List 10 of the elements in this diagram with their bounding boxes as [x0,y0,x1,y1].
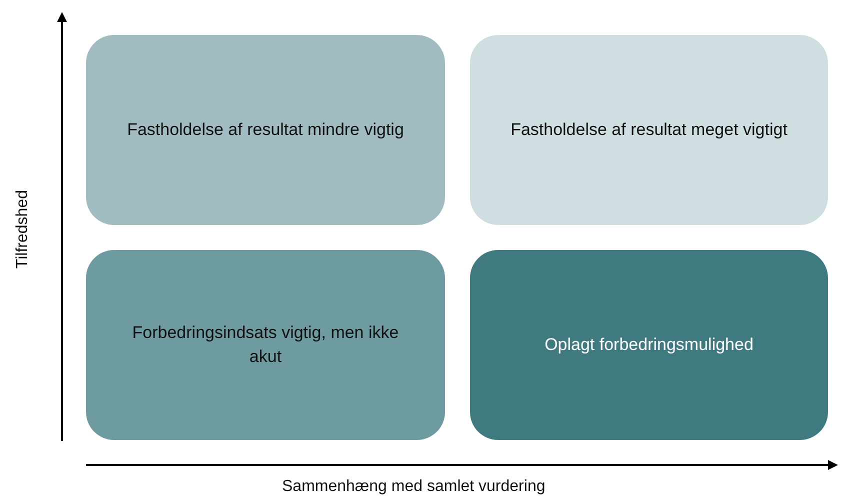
quadrant-text: Forbedringsindsats vigtig, men ikke akut [131,322,400,368]
quadrant-box [86,250,445,440]
axis-label: Sammenhæng med samlet vurdering [282,478,546,496]
quadrant-box [470,35,828,225]
quadrant-text: Fastholdelse af resultat meget vigtigt [510,119,788,141]
quadrant-text: Fastholdelse af resultat mindre vigtig [127,119,404,141]
quadrant-box [470,250,828,440]
quadrant-box [86,35,445,225]
axis-label: Tilfredshed [14,190,32,269]
quadrant-text: Oplagt forbedringsmulighed [544,334,754,356]
